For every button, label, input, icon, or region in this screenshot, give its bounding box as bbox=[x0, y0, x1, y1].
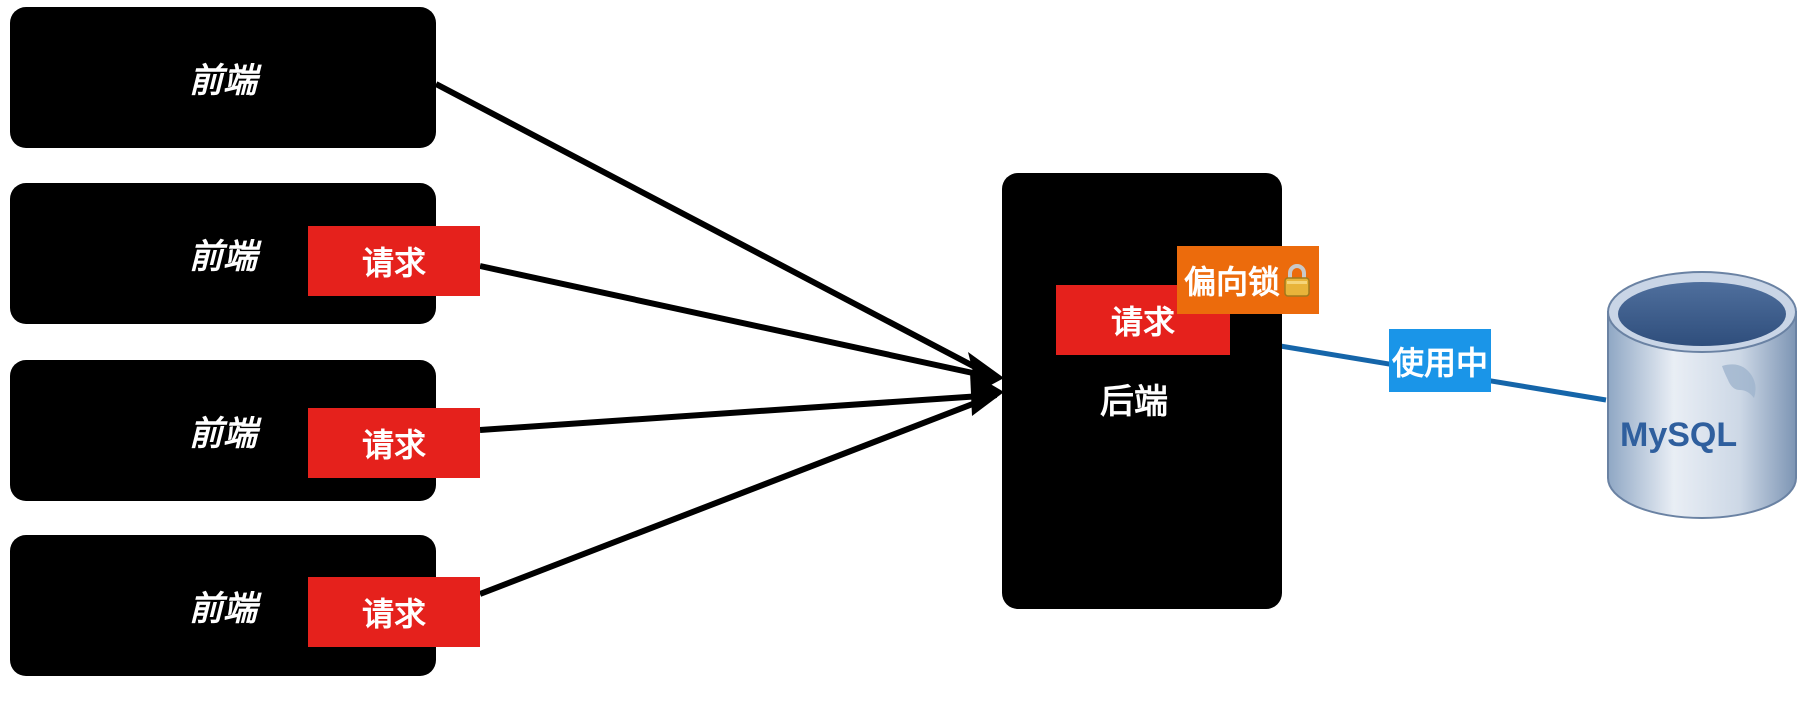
lock-tag-label: 偏向锁 bbox=[1183, 263, 1280, 301]
request-tag: 请求 bbox=[308, 226, 480, 296]
arrow-frontend-1 bbox=[434, 81, 998, 381]
frontend-label: 前端 bbox=[189, 414, 257, 454]
mysql-database-icon: MySQL bbox=[1600, 266, 1804, 528]
frontend-label: 前端 bbox=[189, 237, 257, 277]
frontend-label: 前端 bbox=[189, 589, 257, 629]
backend-box bbox=[1002, 173, 1282, 609]
arrow-frontend-4 bbox=[478, 392, 998, 597]
biased-lock-tag: 偏向锁 bbox=[1177, 246, 1319, 314]
backend-label: 后端 bbox=[1100, 382, 1168, 422]
request-tag: 请求 bbox=[308, 577, 480, 647]
lock-icon bbox=[1282, 262, 1312, 298]
frontend-label: 前端 bbox=[189, 61, 257, 101]
arrow-frontend-2 bbox=[479, 263, 997, 381]
in-use-tag: 使用中 bbox=[1389, 329, 1491, 392]
mysql-logo-text: MySQL bbox=[1620, 416, 1737, 454]
request-tag: 请求 bbox=[308, 408, 480, 478]
arrowhead-lower bbox=[970, 372, 1004, 416]
frontend-box-1: 前端 bbox=[10, 7, 436, 148]
arrow-frontend-3 bbox=[479, 392, 997, 433]
